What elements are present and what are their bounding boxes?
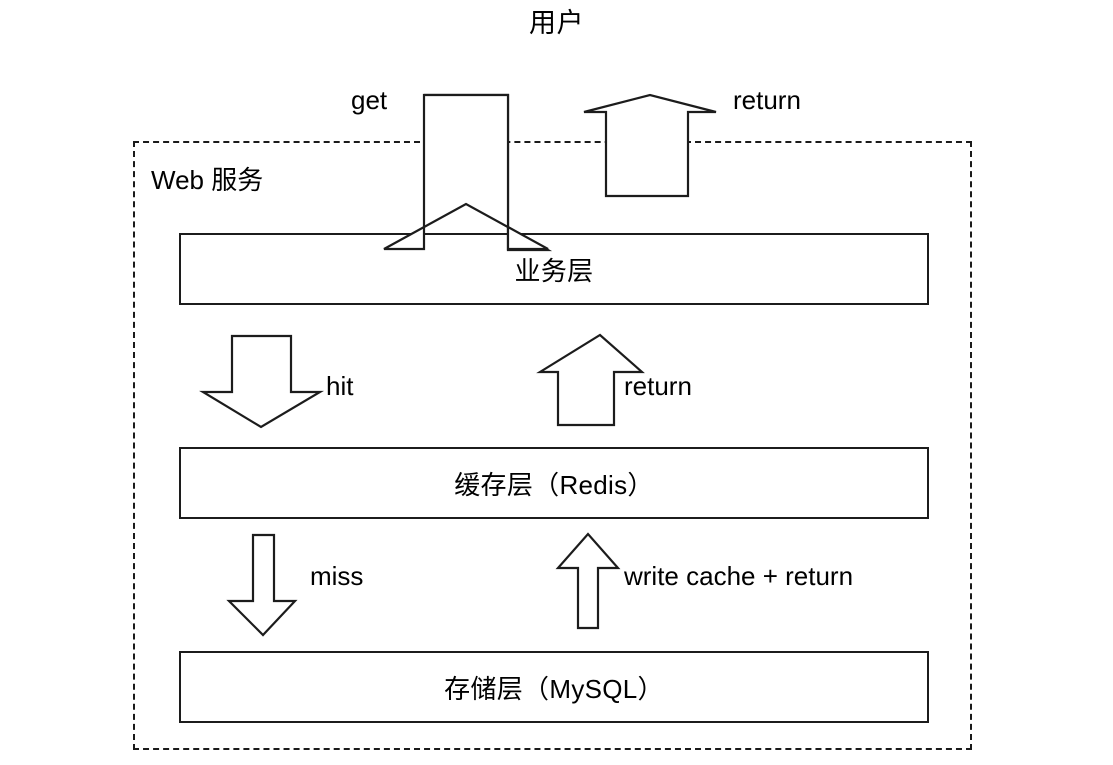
edge-label-write-cache: write cache + return [624,561,854,591]
page-title: 用户 [529,8,584,38]
layer-label-storage: 存储层（MySQL） [444,673,664,704]
layer-label-business: 业务层 [514,255,594,286]
edge-label-return-top: return [733,85,801,115]
edge-label-return-mid: return [624,371,692,401]
web-service-label: Web 服务 [151,165,264,195]
layer-box-business[interactable]: 业务层 [179,233,929,305]
layer-box-cache[interactable]: 缓存层（Redis） [179,447,929,519]
edge-label-miss: miss [310,561,364,591]
edge-label-hit: hit [326,371,354,401]
layer-label-cache: 缓存层（Redis） [454,469,654,500]
web-service-container [133,141,972,750]
edge-label-get: get [351,85,388,115]
layer-box-storage[interactable]: 存储层（MySQL） [179,651,929,723]
